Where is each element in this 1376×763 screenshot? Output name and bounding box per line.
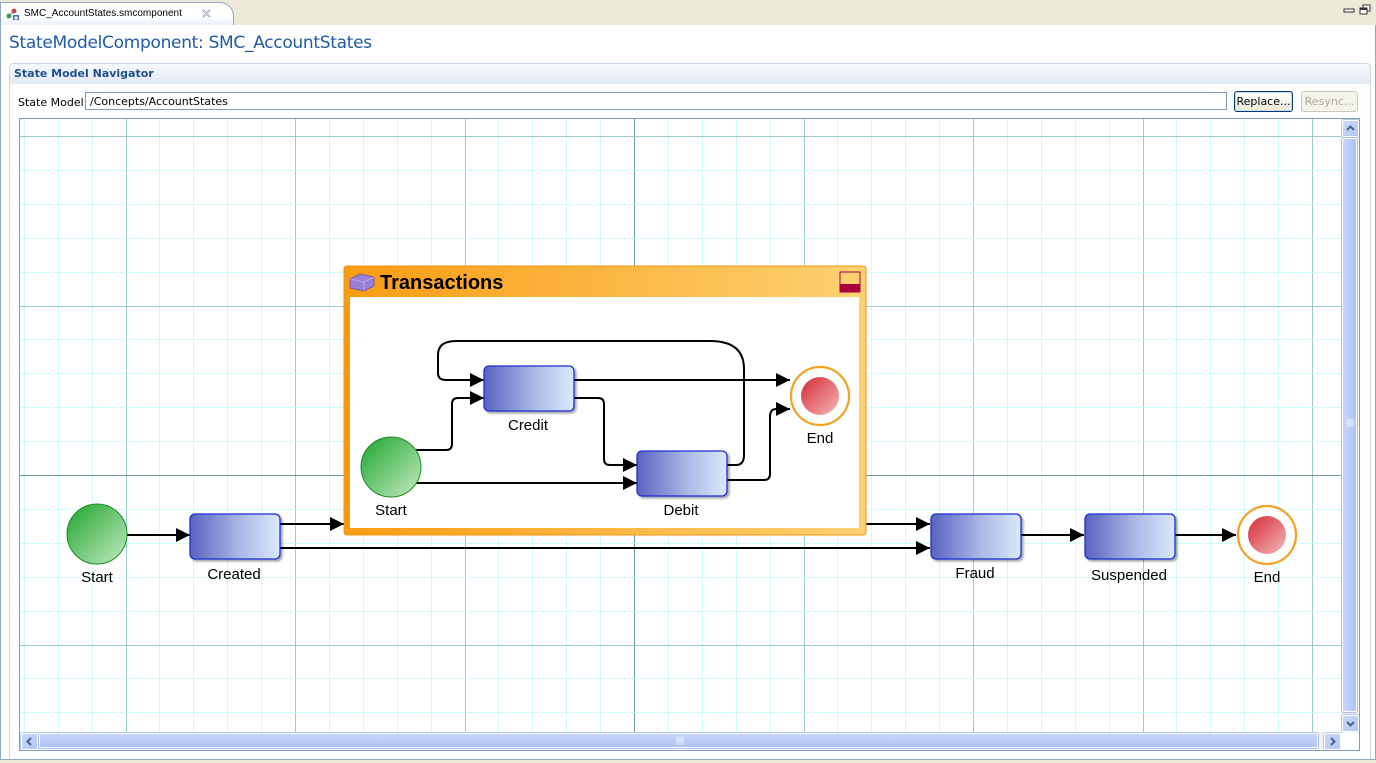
transition-credit-debit[interactable] [574, 397, 637, 472]
page-title: StateModelComponent: SMC_AccountStates [9, 33, 372, 53]
editor-tab-label: SMC_AccountStates.smcomponent [24, 8, 182, 19]
state-label: Start [81, 569, 114, 586]
state-label: Fraud [955, 565, 994, 582]
outer-transitions [127, 517, 1236, 555]
replace-button[interactable]: Replace... [1234, 91, 1293, 112]
collapse-toggle-icon[interactable] [839, 271, 861, 293]
composite-state-title: Transactions [380, 272, 503, 294]
diagram-canvas[interactable]: Start Created Fraud Suspended End [19, 118, 1360, 751]
section-title: State Model Navigator [14, 67, 154, 80]
state-model-component-icon [6, 8, 19, 20]
state-transactions-end[interactable]: End [789, 365, 851, 447]
restore-icon[interactable] [1359, 4, 1371, 16]
state-label: End [1254, 569, 1281, 586]
state-model-field[interactable]: /Concepts/AccountStates [85, 92, 1227, 110]
composite-state-icon [349, 273, 375, 292]
editor-tab-bar: SMC_AccountStates.smcomponent [0, 0, 1376, 26]
vertical-scrollbar[interactable] [1341, 119, 1359, 732]
state-transactions-start[interactable]: Start [360, 436, 422, 519]
composite-state-transactions[interactable]: Transactions Start [343, 265, 867, 536]
scroll-right-icon[interactable] [1324, 733, 1341, 750]
horizontal-scroll-thumb[interactable] [39, 733, 1318, 748]
state-label: Created [207, 566, 260, 583]
inner-transitions [416, 340, 790, 490]
state-label: End [807, 430, 834, 447]
transition-tstart-credit[interactable] [416, 391, 484, 451]
state-created[interactable]: Created [189, 513, 281, 583]
state-start[interactable]: Start [66, 503, 128, 586]
scroll-left-icon[interactable] [21, 733, 38, 750]
state-label: Credit [508, 417, 549, 434]
section-header[interactable]: State Model Navigator [10, 64, 1370, 84]
state-fraud[interactable]: Fraud [930, 513, 1022, 582]
state-model-label: State Model: [18, 96, 88, 109]
scroll-down-icon[interactable] [1342, 715, 1359, 732]
state-debit[interactable]: Debit [636, 450, 728, 519]
state-label: Debit [663, 502, 699, 519]
state-label: Suspended [1091, 567, 1167, 584]
horizontal-scrollbar[interactable] [20, 732, 1341, 750]
state-suspended[interactable]: Suspended [1084, 513, 1176, 584]
editor-area: StateModelComponent: SMC_AccountStates S… [0, 25, 1376, 760]
state-label: Start [375, 502, 408, 519]
editor-tab[interactable]: SMC_AccountStates.smcomponent [0, 2, 234, 26]
transition-debit-credit[interactable] [437, 340, 745, 466]
resync-button: Resync... [1301, 91, 1358, 112]
state-model-navigator-section: State Model Navigator [9, 63, 1371, 759]
scrollbar-corner [1341, 732, 1358, 749]
vertical-scroll-thumb[interactable] [1342, 138, 1357, 712]
state-diagram[interactable]: Start Created Fraud Suspended End [20, 119, 1341, 732]
state-credit[interactable]: Credit [483, 365, 575, 434]
state-end[interactable]: End [1236, 504, 1298, 586]
transition-debit-tend[interactable] [727, 402, 790, 481]
minimize-icon[interactable] [1343, 4, 1355, 16]
close-icon[interactable] [201, 8, 212, 19]
scroll-up-icon[interactable] [1342, 120, 1359, 137]
